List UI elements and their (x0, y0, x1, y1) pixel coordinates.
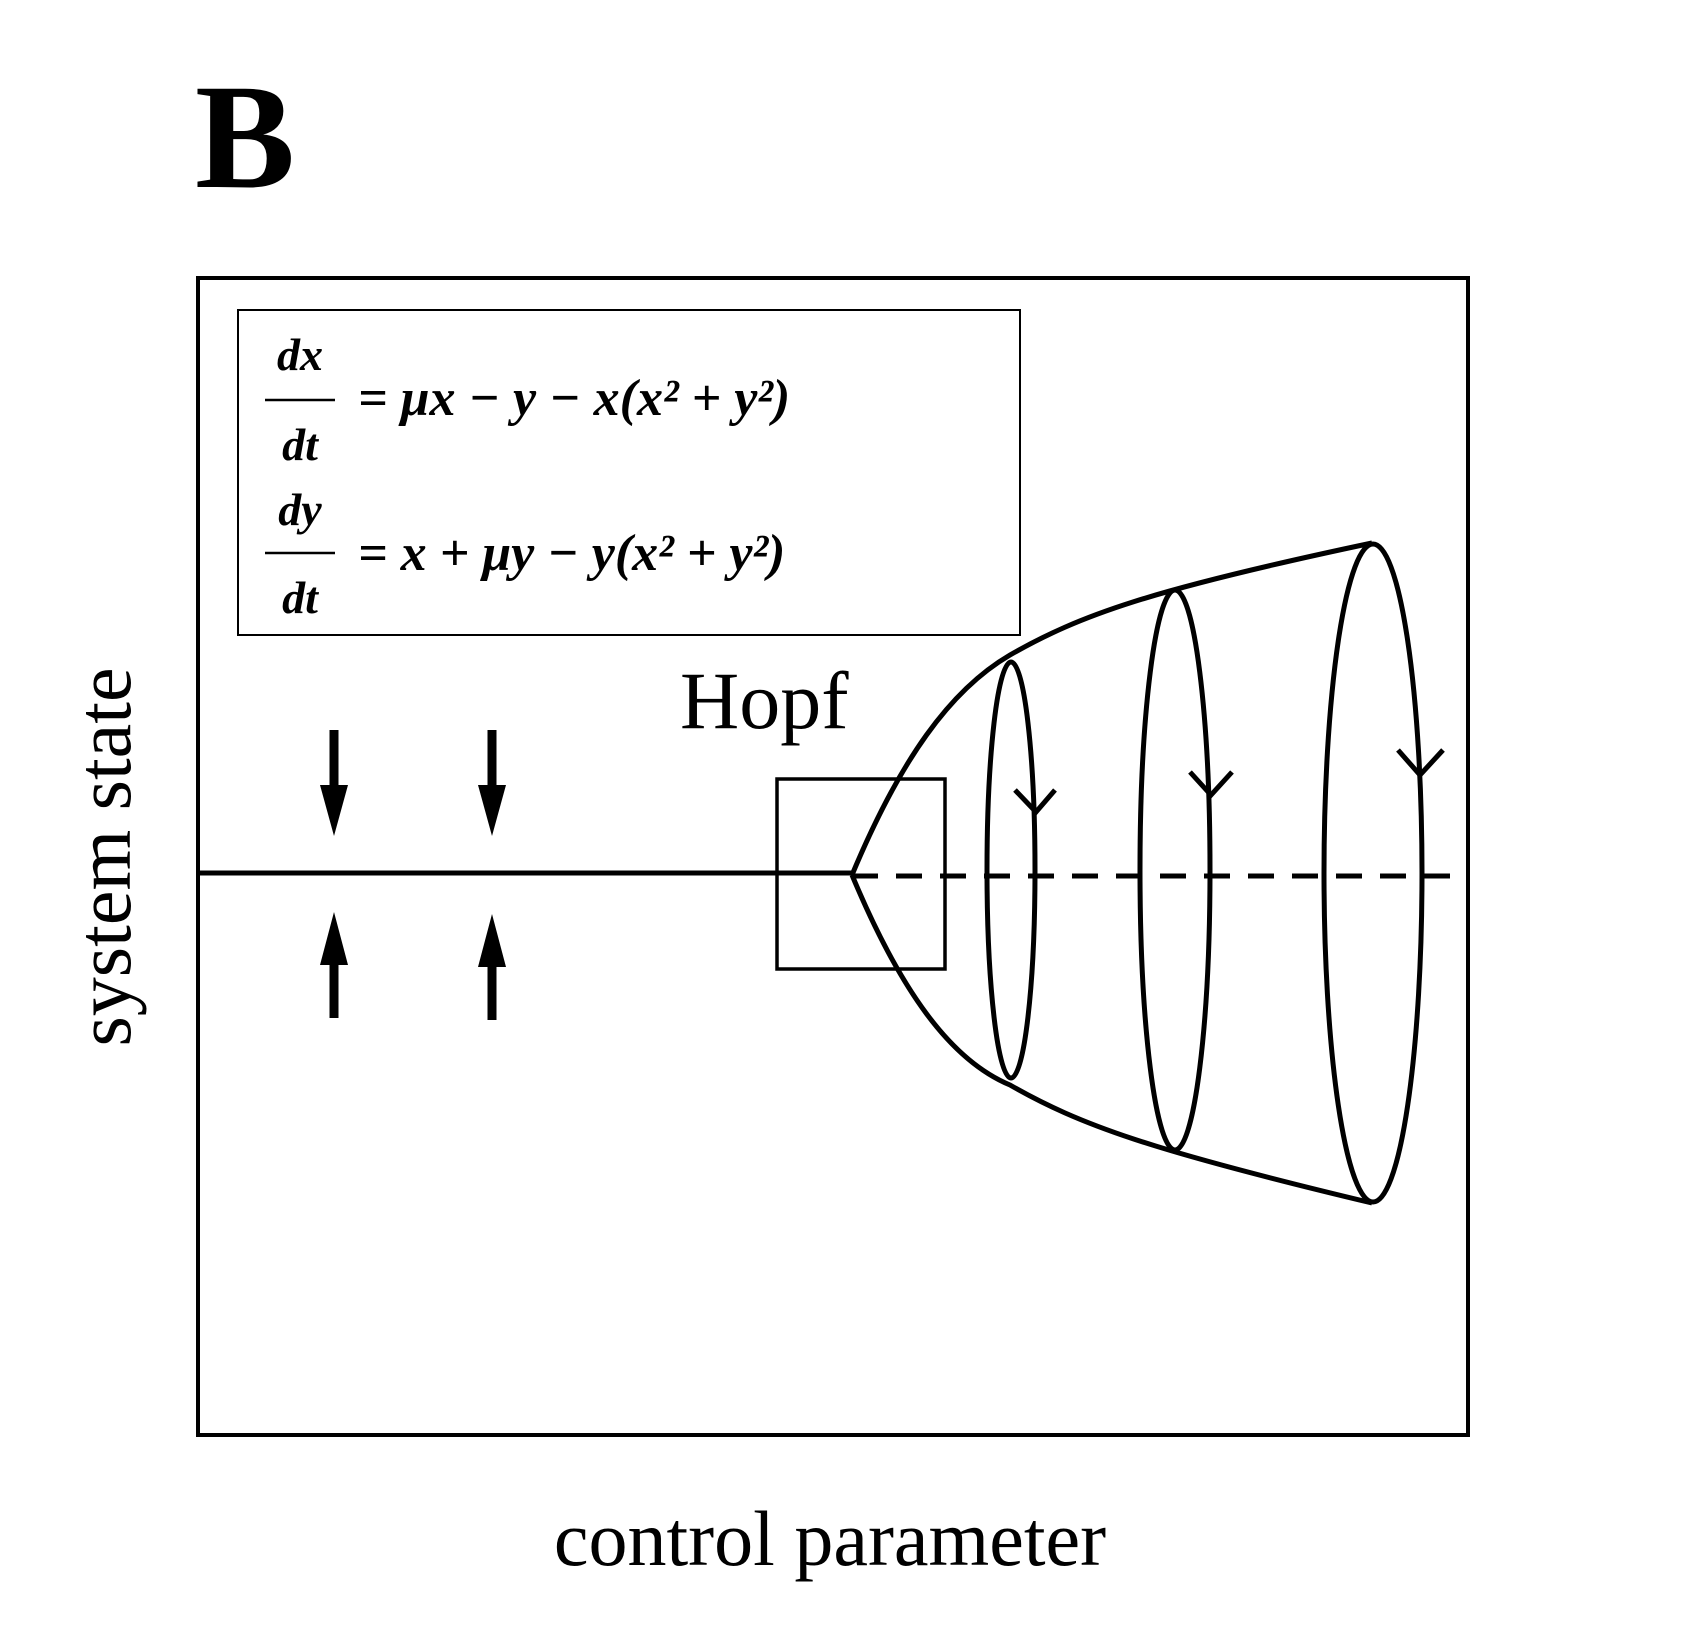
limit-cycle-3 (1321, 541, 1425, 1205)
eq2-rhs: = x + μy − y(x² + y²) (358, 525, 785, 582)
plot-frame (196, 276, 1470, 1437)
down-arrow-2 (478, 730, 506, 836)
eq1-numerator: dx (277, 329, 323, 380)
up-arrow-2 (478, 914, 506, 1020)
limit-cycle-3-direction-arrow (1396, 748, 1445, 779)
limit-cycle-2 (1137, 587, 1213, 1153)
eq1-denominator: dt (282, 419, 319, 470)
down-arrow-1 (320, 730, 348, 836)
y-axis-label: system state (60, 667, 147, 1046)
limit-cycle-envelope-lower (849, 874, 1373, 1206)
limit-cycle-1 (984, 659, 1038, 1081)
eq2-numerator: dy (278, 484, 322, 535)
equation-box-border (237, 309, 1021, 636)
panel-label: B (195, 54, 296, 220)
eq1-rhs: = μx − y − x(x² + y²) (358, 370, 790, 427)
limit-cycle-1-direction-arrow (1013, 788, 1057, 816)
x-axis-label: control parameter (554, 1495, 1106, 1582)
hopf-label: Hopf (680, 655, 849, 746)
up-arrow-1 (320, 912, 348, 1018)
limit-cycle-envelope-upper (849, 540, 1373, 876)
equation-box: dx dt = μx − y − x(x² + y²) dy dt = x + … (237, 309, 1021, 636)
eq2-denominator: dt (282, 572, 319, 623)
limit-cycle-2-direction-arrow (1188, 770, 1234, 799)
